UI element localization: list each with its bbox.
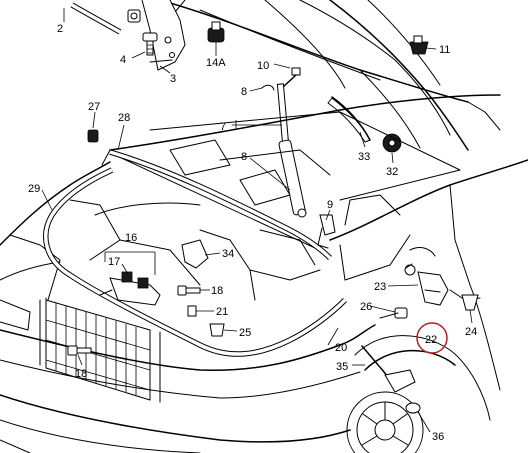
leader-lines xyxy=(41,8,473,433)
radiator xyxy=(45,299,151,401)
callout-labels: 2 4 3 14A 10 11 8 7 8 33 32 27 28 29 9 1… xyxy=(28,23,477,443)
callout-29: 29 xyxy=(28,183,40,195)
callout-20: 20 xyxy=(335,342,347,354)
callout-28: 28 xyxy=(118,112,130,124)
callout-26: 26 xyxy=(360,301,372,313)
callout-16: 16 xyxy=(125,232,137,244)
hood-panel xyxy=(159,0,501,151)
callout-34: 34 xyxy=(222,248,234,260)
callout-33: 33 xyxy=(358,151,370,163)
clip-14a-icon xyxy=(207,21,225,43)
clip-11-icon xyxy=(409,35,429,55)
clip-27-icon xyxy=(87,129,99,143)
bolt-icon xyxy=(142,32,158,56)
gas-strut xyxy=(261,67,307,218)
callout-18-upper: 18 xyxy=(211,285,223,297)
callout-27: 27 xyxy=(88,101,100,113)
callout-2: 2 xyxy=(57,23,63,35)
callout-32: 32 xyxy=(386,166,398,178)
callout-14a: 14A xyxy=(206,57,226,69)
callout-17: 17 xyxy=(108,256,120,268)
bolt-18-lower xyxy=(67,345,92,356)
callout-10: 10 xyxy=(257,60,269,72)
seal-29 xyxy=(43,167,347,357)
callout-18-lower: 18 xyxy=(75,368,87,380)
callout-8-upper: 8 xyxy=(241,86,247,98)
clip-21 xyxy=(187,305,197,317)
highlight-circle xyxy=(416,322,448,354)
bracket-17 xyxy=(99,271,161,306)
bracket-34 xyxy=(181,239,209,269)
bump-stop-24 xyxy=(461,294,479,311)
callout-21: 21 xyxy=(216,306,228,318)
clip-icon xyxy=(127,9,141,23)
buffer-icon xyxy=(331,96,402,153)
callout-3: 3 xyxy=(170,73,176,85)
callout-4: 4 xyxy=(120,54,126,66)
callout-35: 35 xyxy=(336,361,348,373)
callout-36: 36 xyxy=(432,431,444,443)
seal-28 xyxy=(109,149,332,260)
hood-hinge xyxy=(141,0,186,71)
callout-8-lower: 8 xyxy=(241,151,247,163)
latch-9 xyxy=(317,214,336,249)
callout-24: 24 xyxy=(465,326,477,338)
grommet-36 xyxy=(405,402,421,414)
bolt-18-upper xyxy=(177,285,201,296)
callout-23: 23 xyxy=(374,281,386,293)
engine-bay-body xyxy=(0,94,528,453)
callout-9: 9 xyxy=(327,199,333,211)
callout-7: 7 xyxy=(220,121,226,133)
lock-assembly xyxy=(379,263,449,319)
callout-11: 11 xyxy=(439,44,450,56)
clip-25 xyxy=(209,323,225,337)
callout-25: 25 xyxy=(239,327,251,339)
cable-bracket-35 xyxy=(361,345,416,393)
callout-22: 22 xyxy=(425,334,437,346)
